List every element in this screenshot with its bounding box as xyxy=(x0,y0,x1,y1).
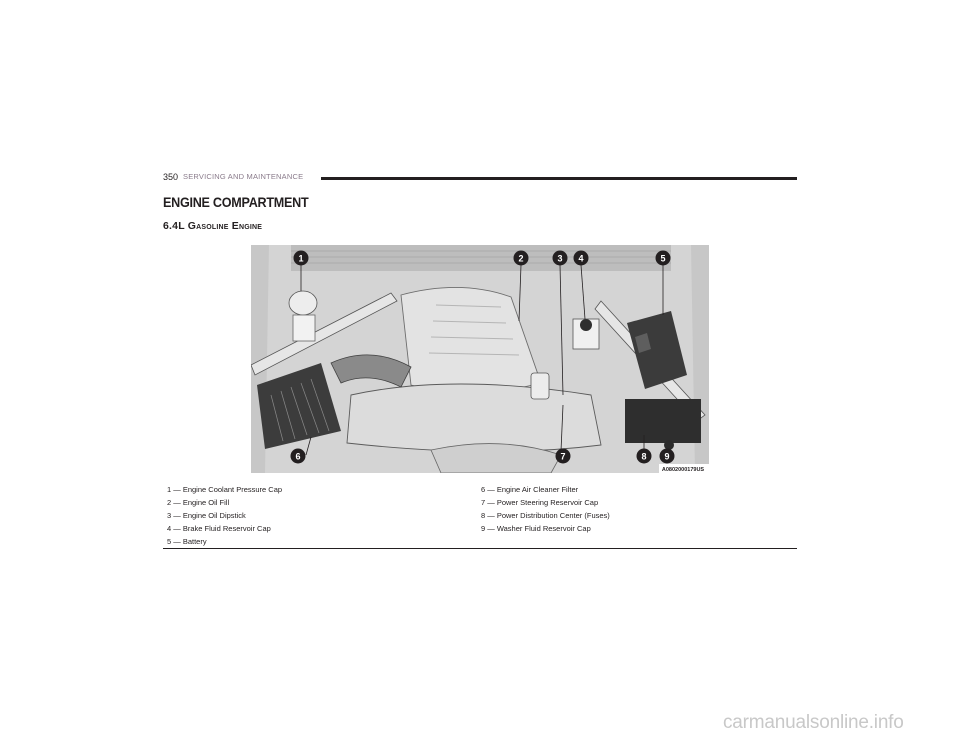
legend-item: 1 — Engine Coolant Pressure Cap xyxy=(167,485,283,494)
header-rule xyxy=(321,177,797,180)
legend-right-column: 6 — Engine Air Cleaner Filter 7 — Power … xyxy=(481,483,610,535)
legend-item: 7 — Power Steering Reservoir Cap xyxy=(481,498,599,507)
engine-compartment-illustration: 1 2 3 4 5 6 7 8 9 A0802000179US xyxy=(251,245,709,473)
legend-bottom-rule xyxy=(163,548,797,549)
svg-text:8: 8 xyxy=(641,452,646,462)
section-title: SERVICING AND MAINTENANCE xyxy=(183,172,304,181)
svg-text:9: 9 xyxy=(664,452,669,462)
legend-item: 9 — Washer Fluid Reservoir Cap xyxy=(481,524,591,533)
figure-code: A0802000179US xyxy=(662,467,705,473)
legend-item: 5 — Battery xyxy=(167,537,207,546)
svg-text:5: 5 xyxy=(660,254,665,264)
page-number: 350 xyxy=(163,172,179,182)
legend-item: 6 — Engine Air Cleaner Filter xyxy=(481,485,579,494)
svg-text:2: 2 xyxy=(518,254,523,264)
legend-item: 4 — Brake Fluid Reservoir Cap xyxy=(167,524,271,533)
legend-item: 3 — Engine Oil Dipstick xyxy=(167,511,246,520)
legend-item: 2 — Engine Oil Fill xyxy=(167,498,230,507)
page-heading: ENGINE COMPARTMENT xyxy=(163,194,309,210)
watermark: carmanualsonline.info xyxy=(723,712,904,733)
svg-text:6: 6 xyxy=(295,452,300,462)
page-subheading: 6.4L Gasoline Engine xyxy=(163,220,263,232)
svg-text:4: 4 xyxy=(578,254,583,264)
legend-left-column: 1 — Engine Coolant Pressure Cap 2 — Engi… xyxy=(167,483,282,548)
legend-item: 8 — Power Distribution Center (Fuses) xyxy=(481,511,610,520)
svg-text:7: 7 xyxy=(560,452,565,462)
svg-text:3: 3 xyxy=(557,254,562,264)
svg-text:1: 1 xyxy=(298,254,303,264)
page-header: 350 SERVICING AND MAINTENANCE xyxy=(163,172,797,186)
